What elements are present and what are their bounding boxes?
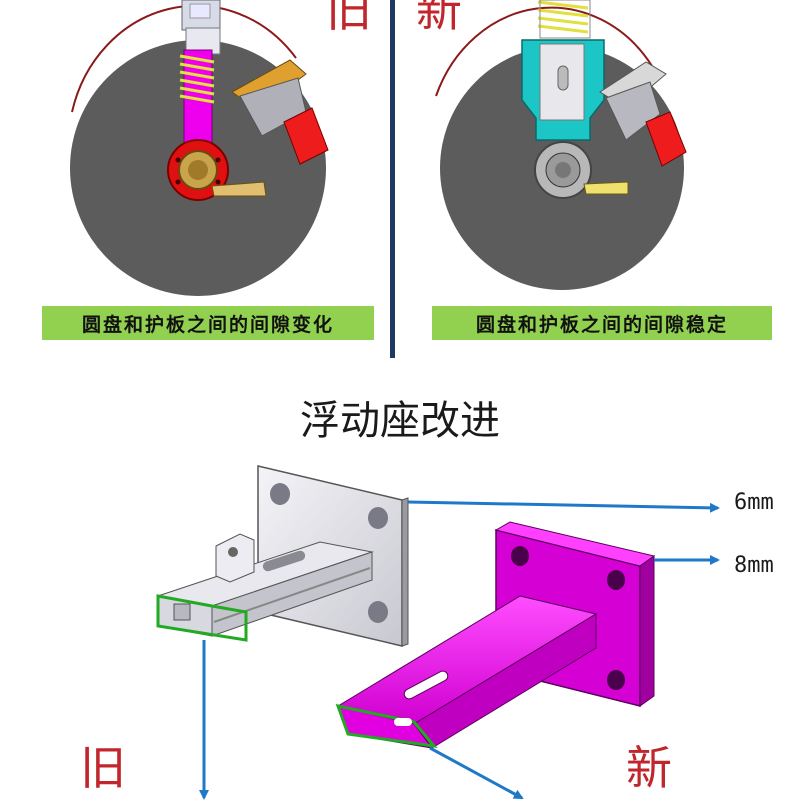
arrow-new-profile [429, 746, 524, 800]
new-guard-red [645, 111, 687, 167]
label-old-bottom: 旧 [80, 741, 126, 795]
dimension-new-plate: 8mm [734, 553, 774, 578]
old-disc-assembly [70, 0, 329, 296]
new-scraper-blade [583, 181, 629, 195]
label-new-top: 新 [416, 0, 462, 37]
new-disc-arc [435, 6, 653, 97]
dimension-arrows [199, 500, 720, 800]
old-floating-seat [156, 465, 409, 647]
old-guard-red [283, 107, 329, 165]
old-disc-arc [71, 4, 297, 113]
dimension-old-plate: 6mm [734, 490, 774, 515]
new-disc-assembly [435, 0, 687, 290]
new-floating-seat [335, 521, 656, 749]
arrow-6mm [407, 500, 720, 513]
panel-divider [390, 0, 395, 358]
caption-new: 圆盘和护板之间的间隙稳定 [432, 306, 772, 340]
old-spring [179, 54, 215, 104]
old-scraper-blade [211, 181, 267, 197]
old-lug [215, 533, 255, 583]
old-profile-edge [156, 594, 248, 642]
label-old-top: 旧 [326, 0, 372, 37]
section-title: 浮动座改进 [300, 398, 500, 444]
new-spring [537, 0, 589, 34]
label-new-bottom: 新 [626, 741, 672, 795]
new-guard-plate [605, 81, 661, 141]
new-profile-edge [335, 703, 438, 749]
caption-old: 圆盘和护板之间的间隙变化 [42, 306, 374, 340]
